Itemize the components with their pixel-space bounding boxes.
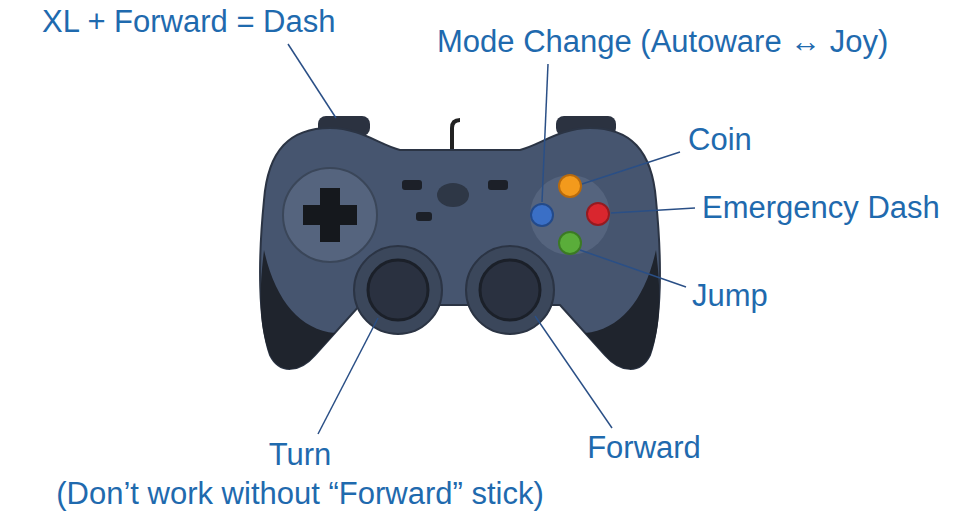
leader-line bbox=[611, 208, 695, 213]
leader-line bbox=[582, 152, 680, 184]
callout-label: Turn bbox=[269, 437, 332, 473]
red-button bbox=[587, 203, 609, 225]
orange-button bbox=[559, 175, 581, 197]
controller-body bbox=[260, 128, 660, 369]
blue-button bbox=[531, 204, 553, 226]
start-button bbox=[488, 180, 508, 190]
callout-label: (Don’t work without “Forward” stick) bbox=[56, 476, 543, 512]
right-grip bbox=[585, 250, 659, 369]
left-stick bbox=[368, 260, 428, 320]
leader-line bbox=[542, 64, 548, 202]
cable bbox=[452, 120, 460, 150]
logo-badge bbox=[437, 183, 469, 207]
leader-line bbox=[318, 318, 378, 434]
back-button bbox=[402, 180, 422, 190]
dpad-ring bbox=[283, 168, 377, 262]
callout-label: Forward bbox=[587, 430, 701, 466]
callout-label: XL + Forward = Dash bbox=[42, 4, 336, 40]
green-button bbox=[559, 232, 581, 254]
right-stick bbox=[480, 260, 540, 320]
dpad bbox=[303, 188, 357, 242]
callout-label: Emergency Dash bbox=[702, 190, 940, 226]
right-stick-well bbox=[466, 246, 554, 334]
left-stick-well bbox=[354, 246, 442, 334]
leader-line bbox=[580, 250, 686, 287]
callout-label: Coin bbox=[688, 122, 752, 158]
callout-label: Mode Change (Autoware ↔ Joy) bbox=[437, 24, 888, 60]
callout-label: Jump bbox=[692, 278, 768, 314]
leader-line bbox=[288, 44, 336, 118]
mode-button bbox=[416, 212, 432, 221]
left-grip bbox=[261, 250, 335, 369]
leader-line bbox=[535, 316, 612, 428]
